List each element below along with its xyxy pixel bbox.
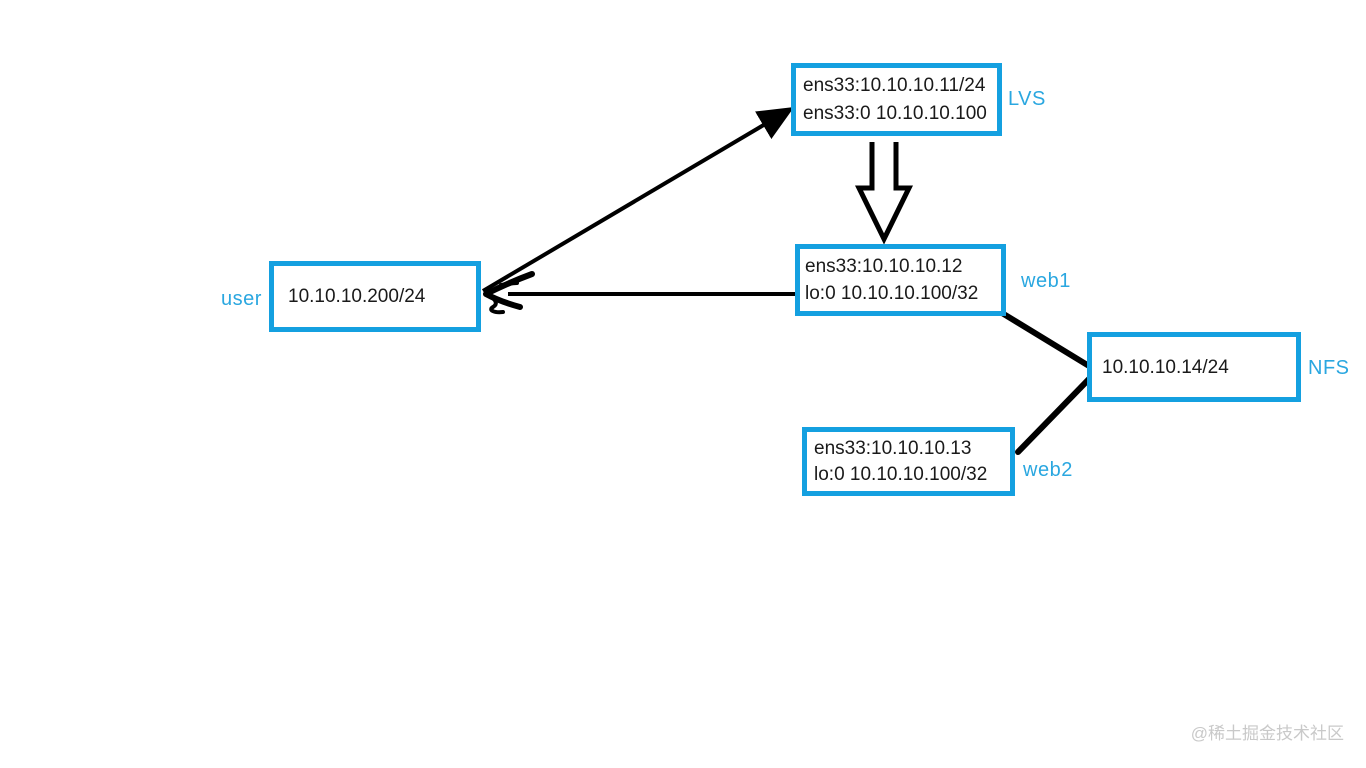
connector-web1-to-nfs (999, 310, 1092, 369)
block-arrow-down-icon (854, 142, 914, 245)
connector-user-to-lvs-arrow (481, 106, 795, 293)
node-box-web2: ens33:10.10.10.13 lo:0 10.10.10.100/32 (802, 427, 1015, 496)
web1-interface-line: ens33:10.10.10.12 (805, 256, 963, 277)
web2-interface-line: ens33:10.10.10.13 (814, 438, 972, 459)
node-label-nfs: NFS (1308, 357, 1350, 379)
lvs-vip-line: ens33:0 10.10.10.100 (803, 102, 987, 124)
node-box-web1: ens33:10.10.10.12 lo:0 10.10.10.100/32 (795, 244, 1006, 316)
user-ip-line: 10.10.10.200/24 (288, 286, 426, 307)
lvs-interface-line: ens33:10.10.10.11/24 (803, 75, 986, 97)
nfs-ip-line: 10.10.10.14/24 (1102, 356, 1229, 378)
node-box-nfs: 10.10.10.14/24 (1087, 332, 1301, 402)
node-label-web1: web1 (1021, 270, 1071, 292)
hand-drawn-arrowhead-icon (483, 271, 535, 310)
node-box-user: 10.10.10.200/24 (269, 261, 481, 332)
web2-loopback-line: lo:0 10.10.10.100/32 (814, 464, 988, 485)
node-label-web2: web2 (1023, 459, 1073, 481)
connector-web2-to-nfs (1015, 376, 1092, 455)
watermark: @稀土掘金技术社区 (1190, 724, 1344, 743)
node-label-lvs: LVS (1008, 88, 1046, 110)
web1-loopback-line: lo:0 10.10.10.100/32 (805, 283, 979, 304)
hand-drawn-arrowhead-squiggle (488, 294, 505, 315)
hand-drawn-arrowhead-tick (499, 281, 519, 287)
node-box-lvs: ens33:10.10.10.11/24 ens33:0 10.10.10.10… (791, 63, 1002, 136)
node-label-user: user (221, 288, 262, 310)
